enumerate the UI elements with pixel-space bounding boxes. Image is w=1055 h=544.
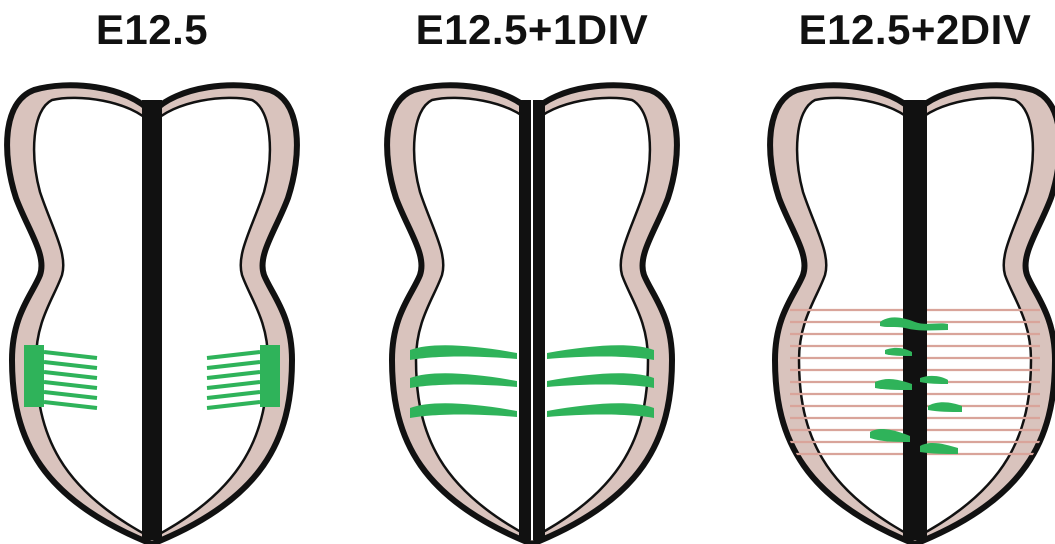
panel-e12-5 bbox=[7, 85, 297, 544]
panel-e12-5-2div bbox=[770, 85, 1055, 544]
floor-plate-midline bbox=[142, 100, 162, 540]
panel-e12-5-1div bbox=[387, 85, 677, 544]
